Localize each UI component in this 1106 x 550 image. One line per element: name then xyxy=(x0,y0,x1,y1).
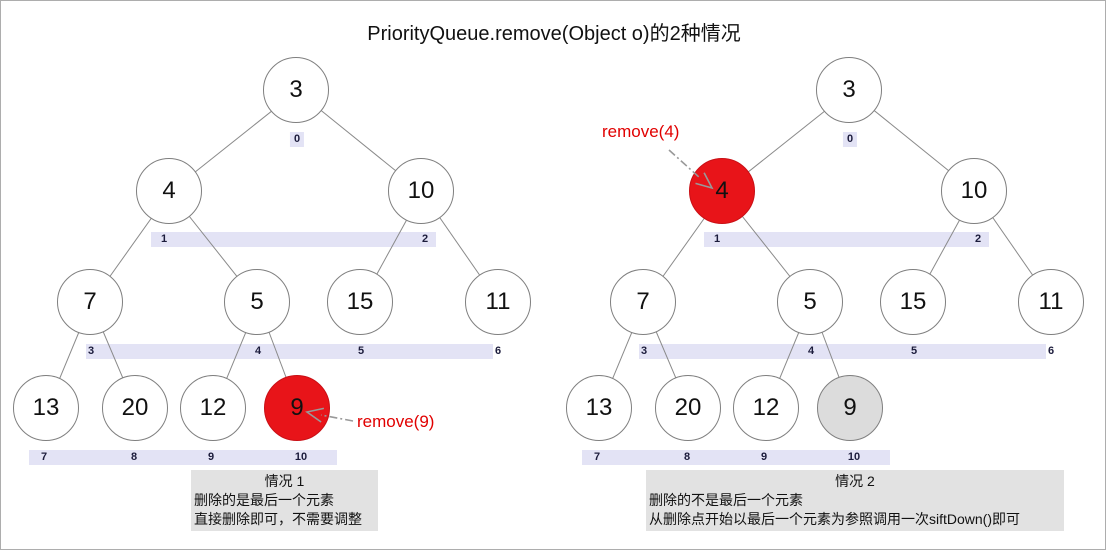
node-value: 12 xyxy=(752,394,780,421)
heap-node: 5 xyxy=(777,269,843,335)
index-strip-level1 xyxy=(151,232,436,247)
index-strip-level1 xyxy=(704,232,989,247)
remove-annotation: remove(4) xyxy=(602,122,680,141)
heap-index: 2 xyxy=(974,233,982,245)
node-value: 5 xyxy=(250,288,264,315)
heap-index: 4 xyxy=(254,345,262,357)
remove-arrow xyxy=(668,149,714,190)
heap-node: 12 xyxy=(180,375,246,441)
node-value: 7 xyxy=(83,288,97,315)
tree-case2: 3 4 10 7 5 15 11 13 20 12 9 0 1 2 3 4 5 … xyxy=(554,1,1105,549)
heap-node: 15 xyxy=(880,269,946,335)
node-value: 20 xyxy=(121,394,149,421)
remove-annotation: remove(9) xyxy=(357,412,435,431)
heap-node: 10 xyxy=(388,158,454,224)
heap-index: 10 xyxy=(294,451,308,463)
node-value: 3 xyxy=(842,76,856,103)
remove-arrow xyxy=(305,407,354,423)
caption-line: 从删除点开始以最后一个元素为参照调用一次siftDown()即可 xyxy=(649,511,1021,527)
node-value: 10 xyxy=(960,177,988,204)
heap-index: 3 xyxy=(87,345,95,357)
heap-index: 6 xyxy=(1047,345,1055,357)
node-value: 9 xyxy=(290,394,304,421)
caption-heading: 情况 2 xyxy=(835,473,875,489)
heap-node: 4 xyxy=(136,158,202,224)
heap-index: 3 xyxy=(640,345,648,357)
caption-case2: 情况 2 删除的不是最后一个元素 从删除点开始以最后一个元素为参照调用一次sif… xyxy=(646,470,1064,531)
heap-index: 2 xyxy=(421,233,429,245)
node-value: 15 xyxy=(346,288,374,315)
node-value: 13 xyxy=(32,394,60,421)
heap-index: 0 xyxy=(842,132,858,147)
heap-node: 15 xyxy=(327,269,393,335)
caption-heading: 情况 1 xyxy=(264,473,305,489)
node-value: 5 xyxy=(803,288,817,315)
heap-index: 4 xyxy=(807,345,815,357)
heap-node: 13 xyxy=(13,375,79,441)
heap-index: 6 xyxy=(494,345,502,357)
index-strip-level2 xyxy=(86,344,493,359)
node-value: 10 xyxy=(407,177,435,204)
heap-index: 8 xyxy=(683,451,691,463)
node-value: 11 xyxy=(485,288,511,315)
index-strip-level3 xyxy=(29,450,337,465)
heap-index: 1 xyxy=(160,233,168,245)
heap-node: 20 xyxy=(655,375,721,441)
heap-node: 5 xyxy=(224,269,290,335)
heap-node: 7 xyxy=(57,269,123,335)
caption-line: 直接删除即可，不需要调整 xyxy=(194,511,362,527)
heap-index: 9 xyxy=(760,451,768,463)
heap-node: 3 xyxy=(263,57,329,123)
index-strip-level2 xyxy=(639,344,1046,359)
heap-node: 10 xyxy=(941,158,1007,224)
heap-node: 7 xyxy=(610,269,676,335)
diagram-title: PriorityQueue.remove(Object o)的2种情况 xyxy=(367,23,741,45)
node-value: 15 xyxy=(899,288,927,315)
heap-index: 7 xyxy=(593,451,601,463)
heap-index: 8 xyxy=(130,451,138,463)
heap-node: 3 xyxy=(816,57,882,123)
node-value: 11 xyxy=(1038,288,1064,315)
heap-index: 1 xyxy=(713,233,721,245)
caption-line: 删除的是最后一个元素 xyxy=(194,492,334,508)
heap-node: 12 xyxy=(733,375,799,441)
heap-node-last: 9 xyxy=(817,375,883,441)
node-value: 4 xyxy=(162,177,176,204)
node-value: 9 xyxy=(843,394,857,421)
caption-line: 删除的不是最后一个元素 xyxy=(649,492,803,508)
heap-index: 10 xyxy=(847,451,861,463)
heap-index: 5 xyxy=(357,345,365,357)
node-value: 12 xyxy=(199,394,227,421)
heap-index: 7 xyxy=(40,451,48,463)
index-strip-level3 xyxy=(582,450,890,465)
node-value: 13 xyxy=(585,394,613,421)
caption-case1: 情况 1 删除的是最后一个元素 直接删除即可，不需要调整 xyxy=(191,470,378,531)
heap-node: 20 xyxy=(102,375,168,441)
heap-node-removed: 9 xyxy=(264,375,330,441)
node-value: 20 xyxy=(674,394,702,421)
heap-node-removed: 4 xyxy=(689,158,755,224)
heap-node: 13 xyxy=(566,375,632,441)
heap-index: 5 xyxy=(910,345,918,357)
heap-node: 11 xyxy=(1018,269,1084,335)
heap-node: 11 xyxy=(465,269,531,335)
node-value: 7 xyxy=(636,288,650,315)
node-value: 3 xyxy=(289,76,303,103)
tree-case1: 3 4 10 7 5 15 11 13 20 12 9 0 1 2 3 4 5 … xyxy=(1,1,554,549)
node-value: 4 xyxy=(715,177,729,204)
heap-index: 0 xyxy=(289,132,305,147)
heap-index: 9 xyxy=(207,451,215,463)
